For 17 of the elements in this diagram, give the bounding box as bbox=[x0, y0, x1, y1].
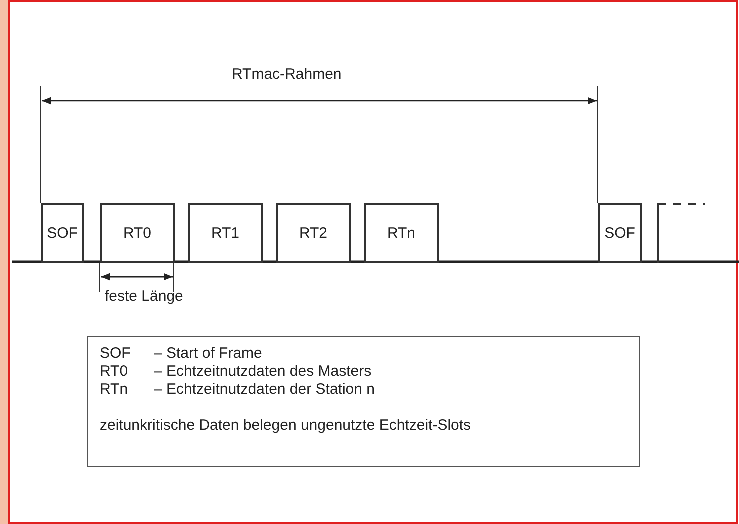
partial-frame-slot bbox=[657, 203, 705, 263]
frame-slot: SOF bbox=[41, 203, 84, 263]
legend-box bbox=[87, 336, 640, 467]
legend-key: RT0 bbox=[100, 363, 154, 380]
legend-description: – Echtzeitnutzdaten der Station n bbox=[154, 381, 376, 398]
legend-description: – Echtzeitnutzdaten des Masters bbox=[154, 363, 373, 380]
frame-slot: RT0 bbox=[100, 203, 175, 263]
legend-key: SOF bbox=[100, 345, 154, 362]
frame-slot: RTn bbox=[364, 203, 439, 263]
frame-slot: RT1 bbox=[188, 203, 263, 263]
legend-key: RTn bbox=[100, 381, 154, 398]
dimension-label: feste Länge bbox=[105, 288, 184, 305]
legend-note: zeitunkritische Daten belegen ungenutzte Echtzeit-Slots bbox=[100, 417, 472, 434]
frame-slot: SOF bbox=[598, 203, 642, 263]
legend-description: – Start of Frame bbox=[154, 345, 264, 362]
frame-length-label: RTmac-Rahmen bbox=[232, 66, 342, 83]
frame-slot: RT2 bbox=[276, 203, 351, 263]
